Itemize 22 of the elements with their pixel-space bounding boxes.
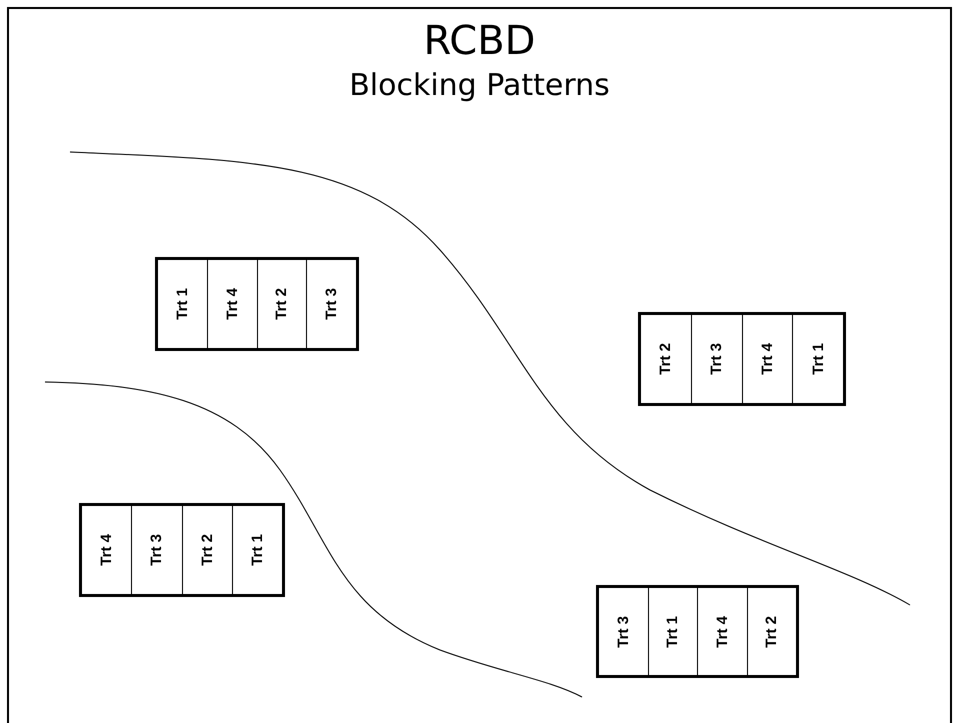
treatment-label: Trt 3 [708, 343, 726, 375]
treatment-label: Trt 4 [714, 616, 731, 648]
treatment-label: Trt 2 [198, 534, 216, 566]
diagram-subtitle: Blocking Patterns [349, 68, 610, 103]
treatment-label: Trt 4 [758, 343, 776, 375]
treatment-label: Trt 1 [810, 343, 827, 375]
block-outline [79, 503, 285, 597]
block-outline [638, 312, 846, 406]
block-outline [155, 257, 359, 351]
diagram-title: RCBD [424, 18, 536, 64]
block-outline [596, 585, 799, 678]
treatment-label: Trt 3 [148, 534, 166, 566]
treatment-label: Trt 1 [664, 616, 682, 648]
treatment-label: Trt 2 [763, 616, 780, 648]
treatment-label: Trt 4 [98, 534, 116, 566]
treatment-label: Trt 1 [174, 288, 191, 320]
treatment-label: Trt 1 [248, 534, 266, 566]
treatment-label: Trt 3 [614, 616, 632, 648]
treatment-label: Trt 2 [657, 343, 674, 375]
treatment-label: Trt 3 [323, 288, 340, 320]
treatment-label: Trt 4 [224, 288, 241, 320]
treatment-label: Trt 2 [273, 288, 290, 320]
